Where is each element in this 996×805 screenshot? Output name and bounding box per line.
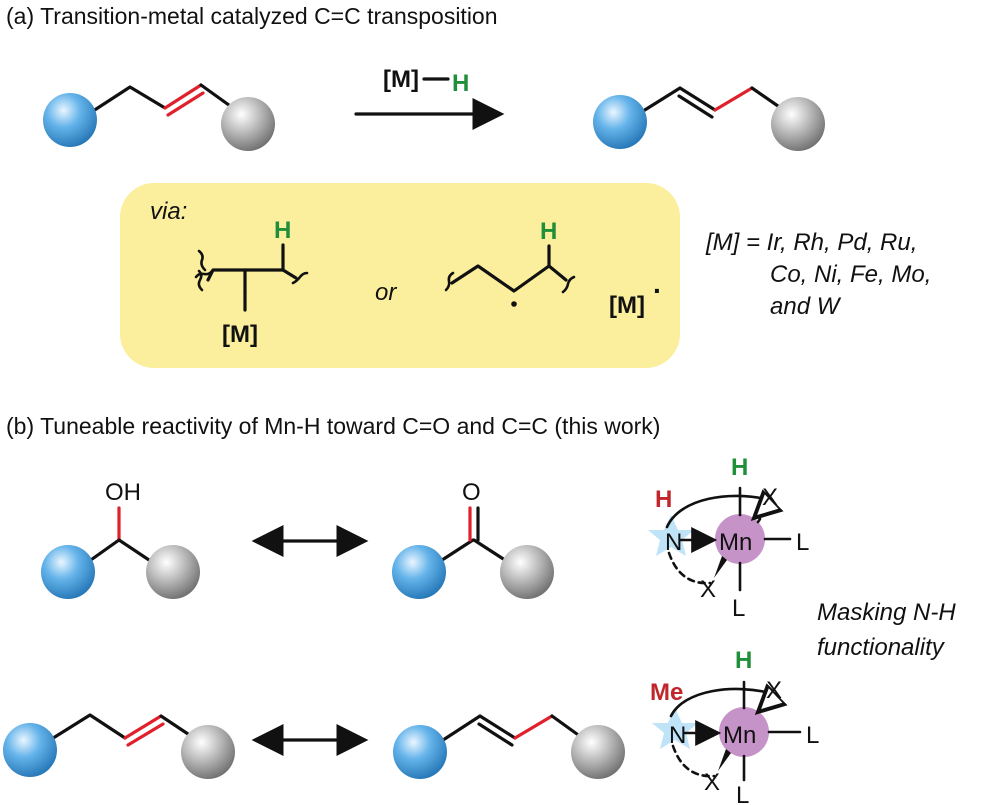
x-top-label: X xyxy=(766,677,782,704)
mn-nh-complex: H N Mn H X X L L xyxy=(648,454,809,622)
product-alkene-a xyxy=(593,86,825,151)
x-bottom-label: X xyxy=(700,576,716,603)
metal-radical-label: [M] xyxy=(609,292,645,319)
star-icon xyxy=(652,708,698,749)
gray-sphere-icon xyxy=(146,545,200,599)
mn-center-icon xyxy=(719,707,769,757)
metal-list-line-3: and W xyxy=(770,293,842,320)
alkyl-radical-intermediate: H [M] · xyxy=(444,218,662,319)
substrate-alkene-a xyxy=(43,83,275,151)
gray-sphere-icon xyxy=(500,545,554,599)
blue-sphere-icon xyxy=(41,545,95,599)
alkyl-metal-intermediate: H [M] xyxy=(194,217,309,348)
h-label-a1: H xyxy=(274,217,291,244)
h-label-a2: H xyxy=(540,218,557,245)
gray-sphere-icon xyxy=(571,725,625,779)
gray-sphere-icon xyxy=(221,97,275,151)
mechanism-panel xyxy=(120,183,680,368)
mn-label: Mn xyxy=(723,722,756,749)
n-label: N xyxy=(669,722,686,749)
metal-list-line-2: Co, Ni, Fe, Mo, xyxy=(770,261,931,288)
metal-label-a1: [M] xyxy=(222,321,258,348)
metal-list-line-1: [M] = Ir, Rh, Pd, Ru, xyxy=(705,229,917,256)
star-icon xyxy=(648,515,694,556)
ketone-product: O xyxy=(392,479,554,599)
nme-label: Me xyxy=(650,679,683,706)
radical-dot-icon xyxy=(511,301,517,307)
gray-sphere-icon xyxy=(771,97,825,151)
blue-sphere-icon xyxy=(392,545,446,599)
n-label: N xyxy=(665,529,682,556)
alkene-substrate-b xyxy=(3,713,235,779)
masking-label-line-1: Masking N-H xyxy=(817,599,956,626)
or-label: or xyxy=(375,279,397,306)
o-label: O xyxy=(462,479,481,506)
panel-b-title: (b) Tuneable reactivity of Mn-H toward C… xyxy=(6,413,660,439)
blue-sphere-icon xyxy=(393,725,447,779)
mn-nme-complex: Me N Mn H X X L L xyxy=(650,647,819,805)
mn-label: Mn xyxy=(719,529,752,556)
hydride-label: H xyxy=(735,647,752,674)
nh-h-label: H xyxy=(655,486,672,513)
blue-sphere-icon xyxy=(593,95,647,149)
reagent-hydride: H xyxy=(452,70,469,97)
panel-a-title: (a) Transition-metal catalyzed C=C trans… xyxy=(6,3,498,29)
x-bottom-label: X xyxy=(704,769,720,796)
l-bottom-label: L xyxy=(732,595,745,622)
gray-sphere-icon xyxy=(181,725,235,779)
metal-radical-dot: · xyxy=(653,275,662,306)
oh-label: OH xyxy=(105,479,141,506)
alcohol-substrate: OH xyxy=(41,479,200,599)
l-bottom-label: L xyxy=(736,782,749,805)
via-label: via: xyxy=(150,198,187,225)
l-right-label: L xyxy=(806,722,819,749)
reagent-metal: [M] xyxy=(383,66,419,93)
mn-center-icon xyxy=(715,514,765,564)
hydride-label: H xyxy=(731,454,748,481)
blue-sphere-icon xyxy=(3,723,57,777)
masking-label-line-2: functionality xyxy=(817,634,946,661)
l-right-label: L xyxy=(796,529,809,556)
alkene-product-b xyxy=(393,714,625,779)
x-top-label: X xyxy=(762,484,778,511)
blue-sphere-icon xyxy=(43,93,97,147)
